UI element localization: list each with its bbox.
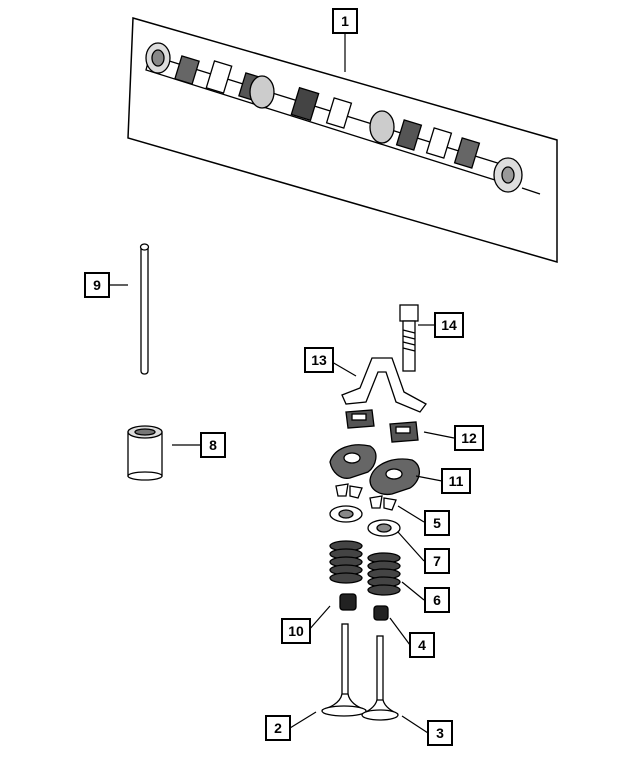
callout-6: 6 <box>424 587 450 613</box>
callout-6-label: 6 <box>433 592 441 608</box>
callout-5: 5 <box>424 510 450 536</box>
callout-7: 7 <box>424 548 450 574</box>
valve-seal-right[interactable] <box>373 605 389 621</box>
callout-4-label: 4 <box>418 637 426 653</box>
valve-seal-left[interactable] <box>339 593 357 611</box>
callout-12-label: 12 <box>461 430 477 446</box>
callout-1: 1 <box>332 8 358 34</box>
rocker-pivot-right[interactable] <box>389 421 419 443</box>
exhaust-valve[interactable] <box>361 635 399 721</box>
spring-retainer-right[interactable] <box>367 519 401 537</box>
valve-spring-right[interactable] <box>367 552 401 596</box>
callout-3: 3 <box>427 720 453 746</box>
callout-10-label: 10 <box>288 623 304 639</box>
callout-2-label: 2 <box>274 720 282 736</box>
camshaft-panel <box>127 17 558 263</box>
callout-14-label: 14 <box>441 317 457 333</box>
callout-11-label: 11 <box>449 473 464 489</box>
rocker-arm-right[interactable] <box>369 458 420 496</box>
rocker-arm-left[interactable] <box>329 444 377 479</box>
callout-9: 9 <box>84 272 110 298</box>
rocker-bridge[interactable] <box>341 357 427 413</box>
callout-7-label: 7 <box>433 553 441 569</box>
callout-14: 14 <box>434 312 464 338</box>
callout-13-label: 13 <box>311 352 327 368</box>
callout-10: 10 <box>281 618 311 644</box>
callout-12: 12 <box>454 425 484 451</box>
callout-11: 11 <box>441 468 471 494</box>
intake-valve[interactable] <box>321 623 367 717</box>
callout-8: 8 <box>200 432 226 458</box>
valve-keepers-left[interactable] <box>335 483 363 499</box>
camshaft[interactable] <box>145 42 541 195</box>
callout-9-label: 9 <box>93 277 101 293</box>
callout-3-label: 3 <box>436 725 444 741</box>
valve-keepers-right[interactable] <box>369 495 397 511</box>
callout-2: 2 <box>265 715 291 741</box>
push-rod[interactable] <box>139 243 150 375</box>
leader-lines <box>110 34 455 734</box>
valve-spring-left[interactable] <box>329 540 363 584</box>
callout-5-label: 5 <box>433 515 441 531</box>
callout-4: 4 <box>409 632 435 658</box>
spring-retainer-left[interactable] <box>329 505 363 523</box>
rocker-pivot-left[interactable] <box>345 409 375 429</box>
hydraulic-lifter[interactable] <box>127 425 163 481</box>
callout-1-label: 1 <box>341 13 349 29</box>
bolt[interactable] <box>399 304 419 372</box>
callout-8-label: 8 <box>209 437 217 453</box>
callout-13: 13 <box>304 347 334 373</box>
